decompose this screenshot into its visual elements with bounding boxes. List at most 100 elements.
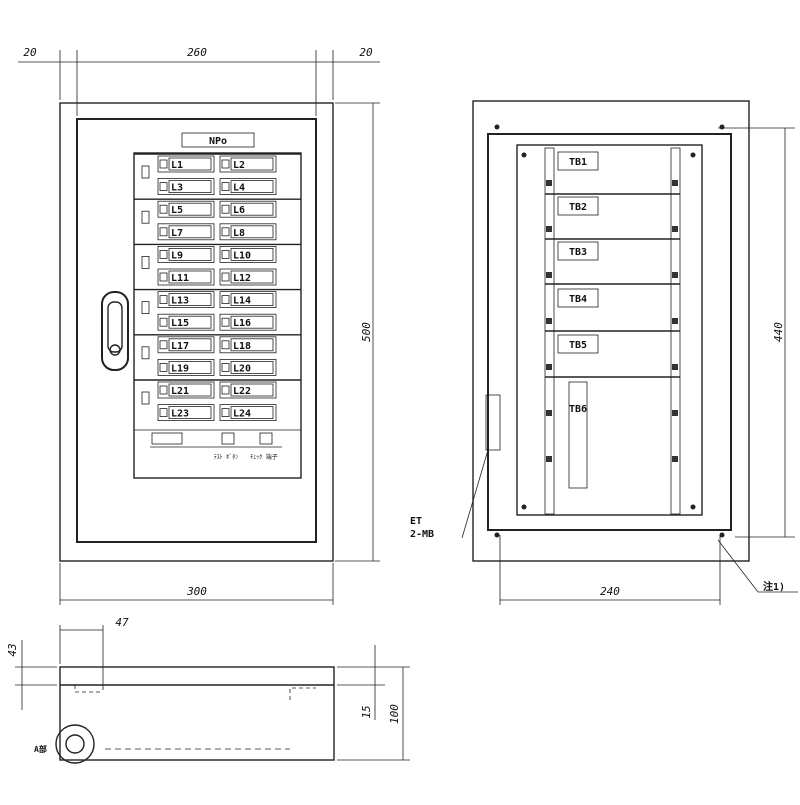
breaker-left <box>157 291 215 309</box>
breaker-toggle-icon <box>221 204 230 214</box>
breaker-right <box>219 358 277 376</box>
earth-terminal <box>485 394 501 451</box>
door-handle <box>101 291 129 371</box>
breaker-label-box <box>168 383 212 397</box>
terminal-block-tb6 <box>568 381 588 489</box>
breaker-toggle-icon <box>221 272 230 282</box>
breaker-label: L17 <box>171 341 189 352</box>
breaker-toggle-icon <box>221 362 230 372</box>
breaker-toggle-icon <box>221 295 230 305</box>
mount-screw-icon <box>494 532 500 538</box>
mount-screw-icon <box>521 504 527 510</box>
breaker-toggle-icon <box>159 272 168 282</box>
interior-frame <box>487 133 732 531</box>
breaker-label-box <box>230 247 274 261</box>
dim-small-height: 15 <box>360 705 373 718</box>
knockout-inner <box>65 734 85 754</box>
breaker-left <box>157 223 215 241</box>
door-handle-grip <box>107 301 123 353</box>
breaker-label-box <box>168 157 212 171</box>
breaker-right <box>219 313 277 331</box>
breaker-label: L6 <box>233 205 245 216</box>
mount-screw-icon <box>690 152 696 158</box>
breaker-toggle-icon <box>159 385 168 395</box>
breaker-label: L4 <box>233 183 245 194</box>
breaker-left <box>157 200 215 218</box>
note-label: 注1) <box>763 580 785 593</box>
breaker-label: L9 <box>171 250 183 261</box>
rail-clip-icon <box>546 456 552 462</box>
breaker-label-box <box>230 338 274 352</box>
breaker-toggle-icon <box>221 317 230 327</box>
profile-hidden-line <box>289 687 316 700</box>
mount-dots <box>494 124 725 538</box>
check-terminal <box>259 432 273 445</box>
rail-clip-icon <box>546 180 552 186</box>
breaker-right <box>219 291 277 309</box>
breaker-label: L22 <box>233 386 251 397</box>
breaker-label: L19 <box>171 363 189 374</box>
breaker-right <box>219 223 277 241</box>
terminal-block-label: TB1 <box>569 157 587 168</box>
breaker-label: L12 <box>233 273 251 284</box>
breaker-label-box <box>230 383 274 397</box>
dim-total-width: 300 <box>186 585 207 598</box>
breaker-label-box <box>230 270 274 284</box>
terminal-block-label: TB5 <box>569 340 587 351</box>
breaker-label: L8 <box>233 228 245 239</box>
breaker-label: L1 <box>171 160 183 171</box>
breaker-label-box <box>168 315 212 329</box>
rail-clip-icon <box>672 318 678 324</box>
breaker-label: L23 <box>171 409 189 420</box>
breaker-label-box <box>168 338 212 352</box>
breaker-label: L5 <box>171 205 183 216</box>
breaker-label-box <box>168 270 212 284</box>
profile-view: A部 47 43 15 100 <box>6 616 410 764</box>
test-button-label: ﾃｽﾄ ﾎﾞﾀﾝ <box>214 454 239 461</box>
breaker-label-box <box>230 157 274 171</box>
breaker-label-box <box>168 406 212 420</box>
breaker-toggle-icon <box>221 385 230 395</box>
interior-cabinet-outline <box>472 100 750 562</box>
terminal-block-label: TB4 <box>569 294 587 305</box>
breaker-label: L13 <box>171 296 189 307</box>
main-switch-icon <box>141 301 150 315</box>
breaker-toggle-icon <box>159 159 168 169</box>
profile-hidden-line <box>74 685 103 693</box>
breaker-toggle-icon <box>159 362 168 372</box>
mount-screw-icon <box>521 152 527 158</box>
mount-screw-icon <box>690 504 696 510</box>
breaker-toggle-icon <box>159 340 168 350</box>
rail-clip-icon <box>672 410 678 416</box>
terminal-block-label-box <box>557 241 599 261</box>
breaker-label: L24 <box>233 409 251 420</box>
breaker-left <box>157 155 215 173</box>
mount-screw-icon <box>719 532 725 538</box>
breaker-label-box <box>168 360 212 374</box>
breaker-label-box <box>168 225 212 239</box>
breaker-left <box>157 313 215 331</box>
terminal-block-label-box <box>557 334 599 354</box>
door-outline <box>76 118 317 543</box>
profile-outline <box>59 666 335 761</box>
breaker-right <box>219 200 277 218</box>
test-button <box>221 432 235 445</box>
breaker-label: L10 <box>233 250 251 261</box>
note-leader <box>717 539 798 593</box>
breaker-left <box>157 178 215 196</box>
breaker-label: L15 <box>171 318 189 329</box>
breaker-label-box <box>168 293 212 307</box>
dim-interior-height: 440 <box>772 322 785 342</box>
breaker-toggle-icon <box>159 295 168 305</box>
breaker-right <box>219 155 277 173</box>
mount-screw-icon <box>719 124 725 130</box>
rail-clip-icon <box>546 318 552 324</box>
breaker-toggle-icon <box>221 227 230 237</box>
earth-terminal-leader <box>461 449 489 539</box>
breaker-right <box>219 178 277 196</box>
